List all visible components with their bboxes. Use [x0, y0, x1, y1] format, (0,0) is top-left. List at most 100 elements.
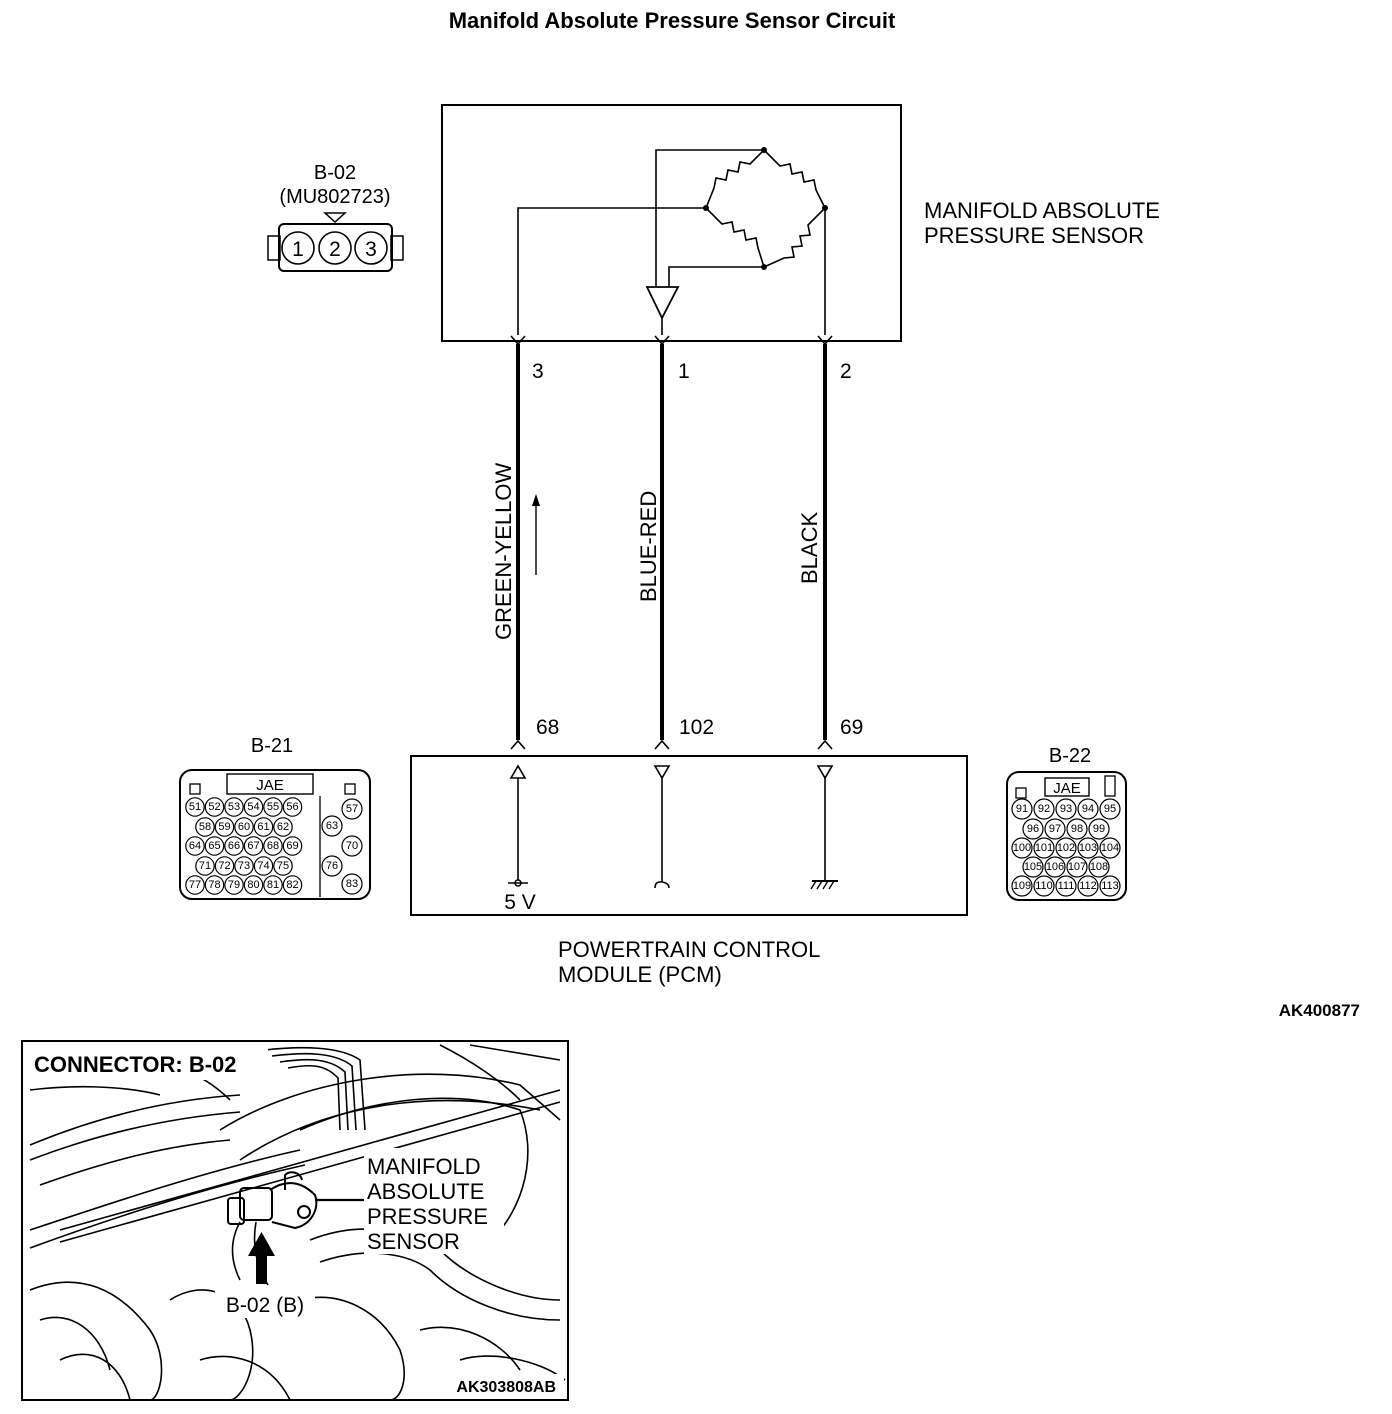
connector-pin-label: 108	[1090, 861, 1108, 873]
connector-pin-label: 80	[247, 879, 259, 891]
wire-black-bottom-connector	[817, 739, 833, 750]
sensor-label-line2: PRESSURE SENSOR	[924, 223, 1144, 248]
connector-pin-label: 68	[267, 840, 279, 852]
connector-b02-key-icon	[323, 212, 347, 224]
connector-pin-label: 71	[199, 860, 211, 872]
connector-pin	[253, 856, 274, 876]
connector-pin-label: 69	[286, 840, 298, 852]
connector-b02-part-number: (MU802723)	[279, 186, 390, 208]
connector-pin	[185, 797, 205, 817]
wire-blue-red: 1 102 BLUE-RED	[636, 335, 714, 750]
wire-green-yellow-pcm-pin: 68	[536, 716, 559, 739]
connector-pin-label: 98	[1071, 823, 1083, 835]
connector-pointer-arrow-shaft	[256, 1252, 267, 1284]
connector-pin-label: 77	[189, 879, 201, 891]
connector-pin	[341, 798, 363, 820]
connector-pin	[1011, 875, 1033, 897]
connector-pin	[243, 875, 264, 895]
callout-line4: SENSOR	[367, 1229, 460, 1254]
connector-pin-label: 93	[1060, 803, 1072, 815]
connector-location-panel: CONNECTOR: B-02 MANIFOLD ABSOLUTE PRESSU…	[21, 1040, 569, 1401]
connector-pin	[1055, 798, 1077, 820]
wire-black: 2 69 BLACK	[797, 335, 863, 750]
connector-b02-name: B-02	[314, 162, 356, 184]
pcm-input-triangle-69	[816, 765, 834, 780]
callout-line2: ABSOLUTE	[367, 1179, 484, 1204]
connector-pin	[234, 856, 254, 876]
pcm-box	[410, 755, 968, 916]
resistor-top-right	[763, 149, 826, 209]
bridge-return-lead	[668, 266, 764, 287]
connector-b22-body	[1006, 771, 1127, 901]
connector-pin	[185, 836, 205, 856]
wire-blue-red-color: BLUE-RED	[636, 491, 661, 602]
connector-pin	[185, 875, 205, 895]
connector-pin	[1099, 875, 1121, 897]
connector-b21-body	[179, 769, 371, 900]
connector-pin-label: 91	[1016, 803, 1028, 815]
connector-pin	[321, 815, 343, 837]
sensor-block: MANIFOLD ABSOLUTE PRESSURE SENSOR	[441, 104, 1160, 342]
connector-pin-label: 67	[247, 840, 259, 852]
connector-pin	[1077, 798, 1099, 820]
connector-pin-label: 51	[189, 801, 201, 813]
connector-pin-label: 75	[277, 860, 289, 872]
wire-blue-red-bottom-connector	[654, 739, 670, 750]
connector-pin	[1099, 798, 1121, 820]
bridge-signal-lead	[517, 207, 706, 335]
connector-pin-label: 112	[1079, 880, 1097, 892]
connector-pin	[204, 875, 225, 895]
connector-pin-label: 96	[1027, 823, 1039, 835]
resistor-top-left	[705, 149, 765, 209]
connector-pin-label: 52	[208, 801, 220, 813]
pcm-input-triangle-102	[653, 765, 671, 780]
connector-pin	[204, 797, 225, 817]
connector-b22-brand-box	[1044, 777, 1090, 797]
connector-pin	[341, 835, 363, 857]
connector-pin	[1011, 798, 1033, 820]
connector-pin-label: 104	[1101, 842, 1119, 854]
signal-direction-arrow-icon	[532, 494, 540, 506]
connector-pin-label: 78	[208, 879, 220, 891]
connector-pin-label: 65	[208, 840, 220, 852]
bridge-supply-lead	[655, 149, 764, 287]
connector-pin	[273, 856, 293, 876]
pcm-block: 5 V POWERTRAIN CONTROL MODULE (PCM)	[410, 755, 968, 987]
wire-black-color: BLACK	[797, 512, 822, 584]
connector-pin-label: 92	[1038, 803, 1050, 815]
connector-b02: B-02 (MU802723) 1 2 3	[267, 162, 404, 272]
wire-blue-red-sensor-pin: 1	[678, 360, 690, 383]
connector-pin	[1022, 818, 1044, 840]
connector-b21-latch-left	[189, 783, 201, 795]
connector-b22-brand: JAE	[1053, 780, 1081, 797]
wire-green-yellow: 3 68 GREEN-YELLOW	[491, 335, 559, 750]
photo-code: AK303808AB	[456, 1379, 556, 1396]
connector-b02-pin-3	[354, 231, 388, 265]
connector-pin	[1033, 798, 1055, 820]
connector-pin-label: 110	[1035, 880, 1053, 892]
connector-pin	[321, 855, 343, 877]
connector-b02-pin-1	[281, 231, 315, 265]
connector-pin	[1044, 856, 1066, 878]
connector-pin-label: 62	[277, 821, 289, 833]
connector-pin-label: 60	[238, 821, 250, 833]
connector-pin-label: 95	[1104, 803, 1116, 815]
callout-line3: PRESSURE	[367, 1204, 488, 1229]
connector-pin	[1077, 837, 1099, 859]
resistor-bottom-right	[763, 207, 826, 268]
wire-blue-red-pcm-pin: 102	[679, 716, 714, 739]
connector-pin	[1011, 837, 1033, 859]
connector-pin-label: 54	[247, 801, 259, 813]
connector-pin-label: 101	[1035, 842, 1053, 854]
wiring-harness: 3 68 GREEN-YELLOW 1 102 BLUE-RED 2 69 BL…	[491, 335, 863, 750]
pcm-label-line2: MODULE (PCM)	[558, 962, 722, 987]
connector-pin-label: 81	[267, 879, 279, 891]
connector-pin-label: 63	[326, 820, 338, 832]
connector-pin-label: 103	[1079, 842, 1097, 854]
connector-pin-label: 107	[1068, 861, 1086, 873]
connector-pointer-arrow-icon	[248, 1232, 275, 1256]
wire-black-sensor-pin: 2	[840, 360, 852, 383]
photo-code-backing	[430, 1374, 564, 1396]
connector-b02-pin-1-label: 1	[292, 238, 304, 261]
